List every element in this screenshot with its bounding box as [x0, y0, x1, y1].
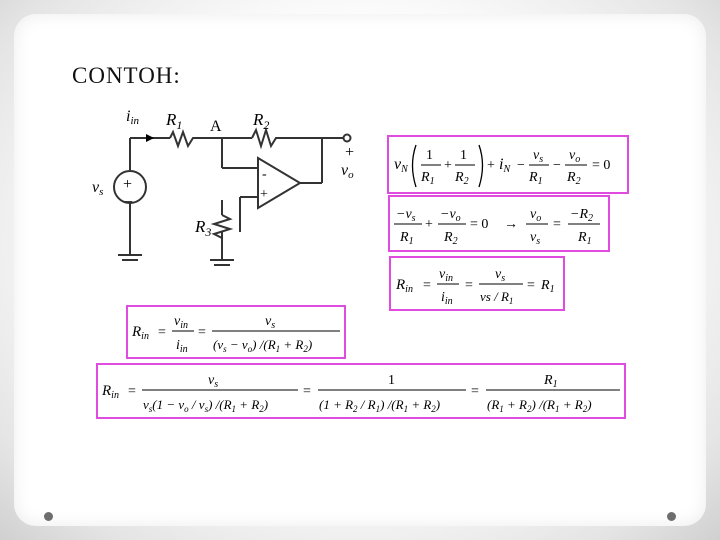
- equation-gain-box: −vs R1 + −vo R2 = 0 → vo vs = −R2 R1: [388, 195, 610, 252]
- svg-text:R1: R1: [165, 110, 182, 132]
- svg-text:(R1 + R2) /(R1 + R2): (R1 + R2) /(R1 + R2): [487, 397, 592, 414]
- svg-text:vs: vs: [265, 314, 275, 331]
- svg-text:vs: vs: [530, 230, 540, 247]
- svg-text:+: +: [260, 187, 268, 202]
- svg-text:+: +: [487, 158, 495, 173]
- svg-text:iin: iin: [176, 338, 188, 355]
- svg-text:R2: R2: [454, 170, 469, 187]
- svg-text:=: =: [303, 384, 311, 399]
- equation-kcl-box: vN 1 R1 + 1 R2 + iN − vs R1 − vo R2 = 0: [387, 135, 629, 194]
- svg-text:R1: R1: [528, 170, 543, 187]
- corner-dot-left: [44, 512, 53, 521]
- svg-text:+: +: [123, 176, 132, 193]
- svg-text:A: A: [210, 118, 222, 135]
- svg-text:+: +: [345, 144, 354, 161]
- svg-text:iin: iin: [126, 108, 140, 127]
- equation-gain: −vs R1 + −vo R2 = 0 → vo vs = −R2 R1: [394, 207, 600, 247]
- svg-text:=: =: [198, 325, 206, 340]
- svg-text:+: +: [444, 158, 452, 173]
- svg-text:=: =: [158, 325, 166, 340]
- svg-text:vin: vin: [174, 314, 188, 331]
- corner-dot-right: [667, 512, 676, 521]
- svg-text:Rin: Rin: [131, 324, 149, 342]
- svg-text:vs: vs: [533, 148, 543, 165]
- svg-text:= 0: = 0: [592, 158, 610, 173]
- equation-rin-final: Rin = vs vs(1 − vo / vs) /(R1 + R2) = 1 …: [101, 373, 620, 414]
- svg-text:=: =: [553, 217, 561, 232]
- svg-text:−vo: −vo: [440, 207, 461, 224]
- svg-text:−: −: [553, 158, 561, 173]
- svg-text:=: =: [423, 278, 431, 293]
- equation-kcl: vN 1 R1 + 1 R2 + iN − vs R1 − vo R2 = 0: [394, 144, 610, 188]
- svg-text:R1: R1: [543, 373, 558, 390]
- svg-text:iN: iN: [499, 156, 511, 175]
- svg-text:=: =: [471, 384, 479, 399]
- svg-text:vo: vo: [530, 207, 541, 224]
- svg-text:=: =: [128, 384, 136, 399]
- svg-text:R2: R2: [443, 230, 458, 247]
- svg-text:R1: R1: [420, 170, 435, 187]
- svg-text:iin: iin: [441, 290, 453, 307]
- svg-text:R2: R2: [252, 110, 269, 132]
- svg-text:Rin: Rin: [101, 383, 119, 401]
- svg-text:=: =: [527, 278, 535, 293]
- svg-text:1: 1: [460, 148, 467, 163]
- equation-rin-vo: Rin = vin iin = vs (vs − vo) /(R1 + R2): [131, 314, 340, 355]
- svg-text:R3: R3: [194, 217, 211, 239]
- svg-text:vo: vo: [569, 148, 580, 165]
- svg-text:vs / R1: vs / R1: [480, 289, 513, 306]
- svg-text:−R2: −R2: [570, 207, 593, 224]
- equation-rin-simple: Rin = vin iin = vs vs / R1 = R1: [395, 267, 555, 307]
- slide-panel: [14, 14, 706, 526]
- svg-text:R1: R1: [577, 230, 592, 247]
- svg-text:R2: R2: [566, 170, 581, 187]
- svg-text:Rin: Rin: [395, 277, 413, 295]
- equation-rin-final-box: Rin = vs vs(1 − vo / vs) /(R1 + R2) = 1 …: [96, 363, 626, 419]
- svg-text:=: =: [465, 278, 473, 293]
- svg-text:(vs − vo) /(R1 + R2): (vs − vo) /(R1 + R2): [213, 337, 312, 354]
- svg-text:R1: R1: [540, 278, 555, 295]
- equation-rin-vo-box: Rin = vin iin = vs (vs − vo) /(R1 + R2): [126, 305, 346, 359]
- slide-title: CONTOH:: [72, 63, 181, 88]
- svg-text:+: +: [425, 217, 433, 232]
- svg-text:1: 1: [426, 148, 433, 163]
- svg-text:-: -: [262, 167, 267, 182]
- svg-text:R1: R1: [399, 230, 414, 247]
- svg-text:vs(1 − vo / vs) /(R1 + R2): vs(1 − vo / vs) /(R1 + R2): [143, 397, 268, 414]
- svg-text:(1 + R2 / R1) /(R1 + R2): (1 + R2 / R1) /(R1 + R2): [319, 397, 440, 414]
- svg-text:vs: vs: [92, 179, 103, 198]
- equation-rin-simple-box: Rin = vin iin = vs vs / R1 = R1: [389, 256, 565, 311]
- svg-text:vo: vo: [341, 162, 354, 181]
- svg-text:vN: vN: [394, 156, 409, 175]
- svg-text:1: 1: [388, 373, 395, 388]
- svg-text:vs: vs: [208, 373, 218, 390]
- svg-text:−vs: −vs: [396, 207, 416, 224]
- svg-text:vin: vin: [439, 267, 453, 284]
- svg-text:−: −: [517, 158, 525, 173]
- svg-text:−: −: [124, 194, 133, 211]
- svg-text:→: →: [504, 217, 518, 232]
- svg-text:= 0: = 0: [470, 217, 488, 232]
- svg-text:vs: vs: [495, 267, 505, 284]
